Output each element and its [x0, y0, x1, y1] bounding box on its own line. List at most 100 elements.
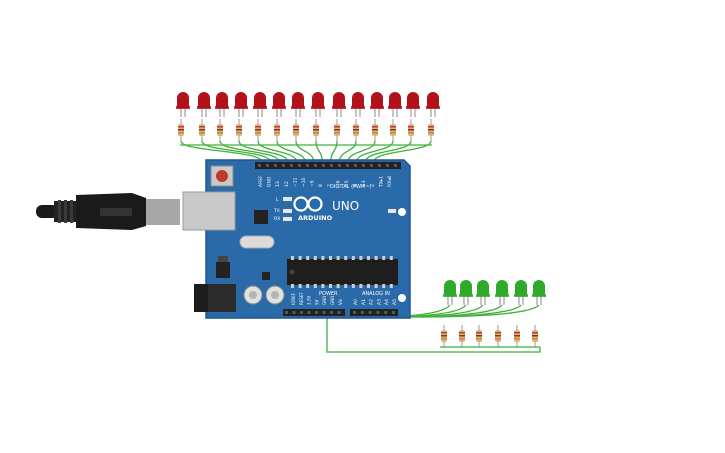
- resistor-band: [532, 338, 538, 340]
- red-resistor-5[interactable]: [255, 119, 261, 141]
- led-body[interactable]: [273, 92, 285, 108]
- led-body[interactable]: [333, 92, 345, 108]
- red-led-4[interactable]: [234, 92, 248, 117]
- green-resistor-6[interactable]: [532, 325, 538, 347]
- red-resistor-11[interactable]: [372, 119, 378, 141]
- resistor-band: [353, 129, 359, 131]
- led-body[interactable]: [198, 92, 210, 108]
- led-body[interactable]: [496, 280, 508, 296]
- red-resistor-7[interactable]: [293, 119, 299, 141]
- led-rim: [443, 294, 457, 297]
- led-rim: [532, 294, 546, 297]
- led-body[interactable]: [533, 280, 545, 296]
- resistor-band: [372, 132, 378, 134]
- usb-strain-relief[interactable]: [36, 205, 58, 218]
- resistor-band: [334, 132, 340, 134]
- led-body[interactable]: [312, 92, 324, 108]
- red-resistor-10[interactable]: [353, 119, 359, 141]
- red-resistor-2[interactable]: [199, 119, 205, 141]
- usb-b-connector[interactable]: [146, 199, 180, 225]
- chip-pin: [344, 284, 348, 288]
- arduino-logo-right: [307, 196, 323, 212]
- red-led-12[interactable]: [388, 92, 402, 117]
- usb-port[interactable]: [182, 191, 236, 231]
- red-resistor-6[interactable]: [274, 119, 280, 141]
- chip-pin: [374, 284, 378, 288]
- green-led-3[interactable]: [476, 280, 490, 305]
- resistor-band: [532, 335, 538, 337]
- red-led-14[interactable]: [426, 92, 440, 117]
- green-led-2[interactable]: [459, 280, 473, 305]
- led-body[interactable]: [407, 92, 419, 108]
- red-resistor-14[interactable]: [428, 119, 434, 141]
- atmega-microcontroller[interactable]: [287, 259, 398, 285]
- red-resistor-3[interactable]: [217, 119, 223, 141]
- red-led-6[interactable]: [272, 92, 286, 117]
- resistor-band: [459, 338, 465, 340]
- led-body[interactable]: [235, 92, 247, 108]
- usb-cable[interactable]: [36, 193, 180, 230]
- digital-pin-label-6: ~9: [310, 180, 316, 187]
- led-body[interactable]: [177, 92, 189, 108]
- digital-header[interactable]: [255, 162, 401, 169]
- red-led-11[interactable]: [370, 92, 384, 117]
- red-led-5[interactable]: [253, 92, 267, 117]
- chip-pin: [298, 256, 302, 260]
- chip-pin: [374, 256, 378, 260]
- green-resistor-2[interactable]: [459, 325, 465, 347]
- chip-pin: [298, 284, 302, 288]
- led-body[interactable]: [216, 92, 228, 108]
- chip-pin: [344, 256, 348, 260]
- regulator-tab: [218, 256, 228, 262]
- red-resistor-1[interactable]: [178, 119, 184, 141]
- green-resistor-4[interactable]: [495, 325, 501, 347]
- led-rim: [459, 294, 473, 297]
- led-rim: [514, 294, 528, 297]
- led-body[interactable]: [371, 92, 383, 108]
- red-led-1[interactable]: [176, 92, 190, 117]
- red-led-7[interactable]: [291, 92, 305, 117]
- usb-grip-rib: [64, 200, 67, 223]
- red-led-3[interactable]: [215, 92, 229, 117]
- red-resistor-12[interactable]: [390, 119, 396, 141]
- led-body[interactable]: [444, 280, 456, 296]
- resistor-band: [514, 335, 520, 337]
- led-rim: [351, 106, 365, 109]
- wire-red-10: [338, 140, 357, 163]
- green-resistor-1[interactable]: [441, 325, 447, 347]
- analog-header[interactable]: [350, 309, 398, 316]
- red-resistor-13[interactable]: [408, 119, 414, 141]
- green-resistor-5[interactable]: [514, 325, 520, 347]
- red-resistor-8[interactable]: [313, 119, 319, 141]
- red-led-8[interactable]: [311, 92, 325, 117]
- power-header[interactable]: [283, 309, 345, 316]
- led-body[interactable]: [477, 280, 489, 296]
- reset-button-cap[interactable]: [216, 170, 228, 182]
- chip-pin: [329, 256, 332, 260]
- led-body[interactable]: [292, 92, 304, 108]
- red-led-9[interactable]: [332, 92, 346, 117]
- led-rim: [234, 106, 248, 109]
- resistor-band: [293, 126, 299, 128]
- red-resistor-9[interactable]: [334, 119, 340, 141]
- green-led-6[interactable]: [532, 280, 546, 305]
- mounting-hole: [398, 208, 406, 216]
- red-led-10[interactable]: [351, 92, 365, 117]
- chip-pin: [329, 284, 332, 288]
- led-body[interactable]: [352, 92, 364, 108]
- red-led-2[interactable]: [197, 92, 211, 117]
- green-led-1[interactable]: [443, 280, 457, 305]
- green-led-5[interactable]: [514, 280, 528, 305]
- red-resistor-4[interactable]: [236, 119, 242, 141]
- resistor-band: [459, 332, 465, 334]
- led-body[interactable]: [460, 280, 472, 296]
- green-led-4[interactable]: [495, 280, 509, 305]
- led-body[interactable]: [254, 92, 266, 108]
- green-resistor-3[interactable]: [476, 325, 482, 347]
- led-body[interactable]: [427, 92, 439, 108]
- red-led-13[interactable]: [406, 92, 420, 117]
- led-body[interactable]: [515, 280, 527, 296]
- digital-pin-label-1: GND: [267, 176, 273, 187]
- led-body[interactable]: [389, 92, 401, 108]
